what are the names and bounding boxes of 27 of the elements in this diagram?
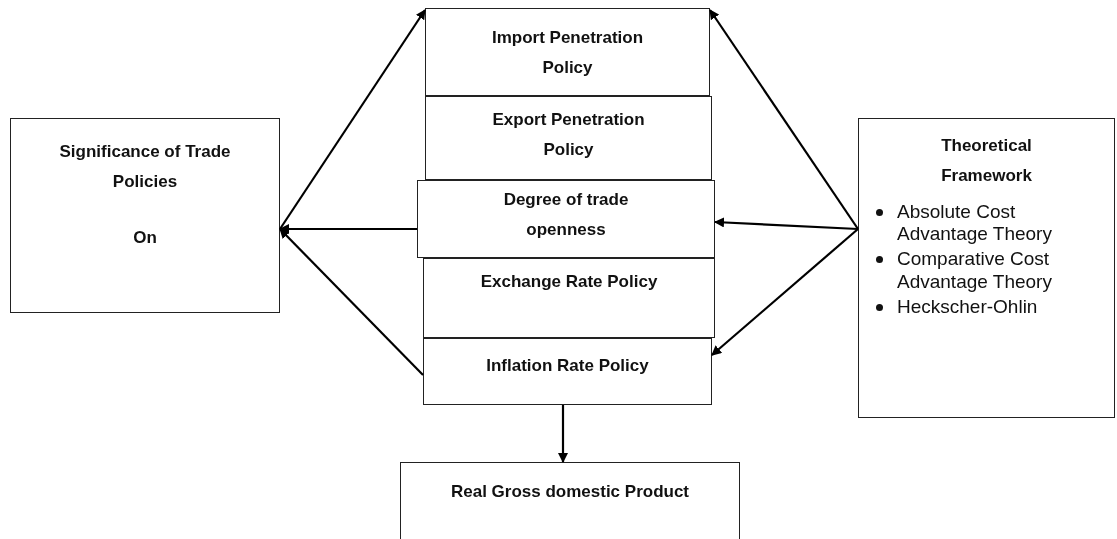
text-box	[858, 118, 1115, 418]
bullet-item: Heckscher-Ohlin	[897, 295, 1038, 317]
box-title: Theoretical Framework	[940, 135, 1033, 187]
box-title: Significance of Trade Policies	[58, 141, 232, 193]
text-box	[423, 338, 712, 405]
box-title: Exchange Rate Policy	[480, 271, 658, 293]
box-title: Real Gross domestic Product	[450, 481, 690, 503]
box-title: Degree of trade openness	[502, 189, 630, 241]
arrow	[711, 228, 859, 356]
text-box	[425, 8, 710, 96]
box-title: Import Penetration Policy	[490, 27, 645, 79]
arrow	[558, 405, 568, 463]
arrow	[279, 9, 426, 230]
text-box	[400, 462, 740, 539]
text-box	[10, 118, 280, 313]
bullet-item: Comparative Cost Advantage Theory	[897, 248, 1052, 292]
bullet-item: Absolute Cost Advantage Theory	[897, 200, 1052, 245]
arrow	[279, 228, 424, 376]
box-title: Inflation Rate Policy	[486, 355, 649, 377]
box-title: Export Penetration Policy	[491, 109, 646, 161]
arrow	[709, 9, 859, 230]
arrow	[279, 224, 417, 234]
box-text: On	[133, 226, 157, 249]
arrow	[714, 217, 859, 231]
text-box	[423, 258, 715, 338]
text-box	[417, 180, 715, 258]
text-box	[425, 96, 712, 180]
